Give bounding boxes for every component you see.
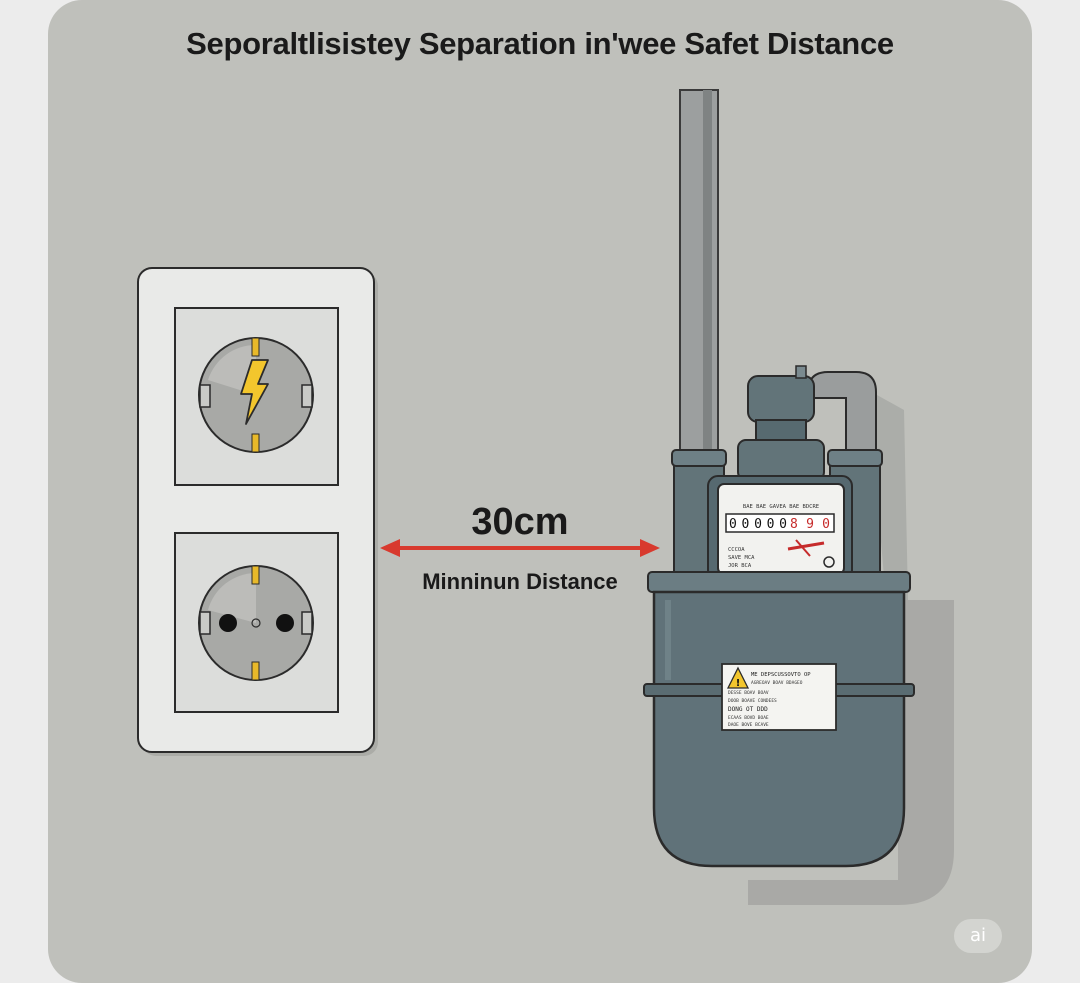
meter-register: BAE BAE GAVEA BAE BDCRE 00000 890 CCCOA … <box>707 475 853 581</box>
arrow-right-icon <box>640 539 660 557</box>
warning-line-5: ECAAS BOVD BOAE <box>728 715 769 721</box>
dial-pointer <box>787 541 825 551</box>
diagram-title: Seporaltlisistey Separation in'wee Safet… <box>186 26 894 61</box>
outlet-top <box>174 307 339 486</box>
svg-text:!: ! <box>736 678 741 689</box>
warning-line-1: AGREOAV BOAV BDAGEO <box>751 680 803 686</box>
counter-digits: 00000 <box>729 517 787 532</box>
diagram-card: Seporaltlisistey Separation in'wee Safet… <box>48 0 1032 983</box>
outlet-bottom <box>174 532 339 713</box>
distance-value: 30cm <box>471 501 568 543</box>
supply-pipe <box>679 89 719 456</box>
register-line-2: SAVE MCA <box>728 555 755 561</box>
test-dial-icon <box>823 556 835 568</box>
register-line-1: CCCOA <box>728 547 745 553</box>
warning-line-6: DAOE BOVE BCAVE <box>728 722 769 728</box>
distance-caption: Minninun Distance <box>422 569 618 594</box>
warning-triangle-icon: ! <box>726 666 750 689</box>
warning-title: ME DEPSCUSSOVTO OP <box>751 672 811 678</box>
diagram-scene: 30cm Minninun Distance <box>137 89 954 905</box>
warning-line-2: DESSE BOAV BOAV <box>728 690 769 696</box>
distance-indicator: 30cm Minninun Distance <box>380 501 660 594</box>
arrow-left-icon <box>380 539 400 557</box>
valve <box>737 365 877 481</box>
register-header: BAE BAE GAVEA BAE BDCRE <box>743 504 819 510</box>
lightning-bolt-icon <box>240 359 269 425</box>
warning-line-3: DOOB BOAVE CONDEES <box>728 698 777 704</box>
counter-digits-red: 890 <box>790 517 830 532</box>
register-line-3: JOR BCA <box>728 563 752 569</box>
gas-meter: BAE BAE GAVEA BAE BDCRE 00000 890 CCCOA … <box>643 89 954 905</box>
warning-label: ! ME DEPSCUSSOVTO OP AGREOAV BOAV BDAGEO… <box>721 663 837 731</box>
warning-line-4: DONG OT DDD <box>728 706 768 713</box>
double-outlet <box>137 267 378 756</box>
ai-watermark-badge: ai <box>954 919 1002 953</box>
